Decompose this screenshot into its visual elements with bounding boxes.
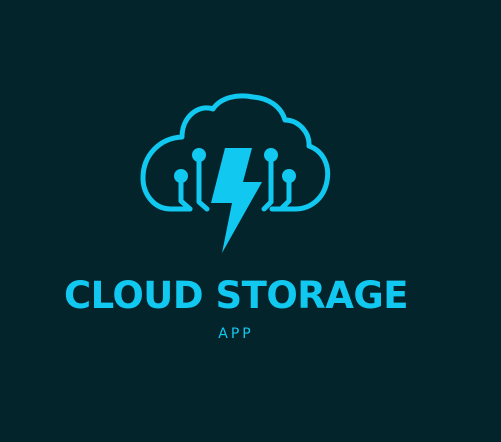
circuit-line-right-inner (261, 153, 274, 212)
brand-name: CLOUD STORAGE (63, 274, 409, 317)
circuit-node-right-outer (282, 169, 296, 183)
circuit-line-right-outer (278, 174, 292, 212)
circuit-node-left-outer (174, 169, 188, 183)
circuit-node-left-inner (192, 148, 206, 162)
lightning-bolt (211, 148, 262, 253)
circuit-node-right-inner (264, 148, 278, 162)
brand-tagline: APP (218, 326, 254, 342)
circuit-line-left-inner (196, 153, 210, 212)
cloud-outline (140, 93, 331, 212)
circuit-line-left-outer (178, 174, 193, 212)
